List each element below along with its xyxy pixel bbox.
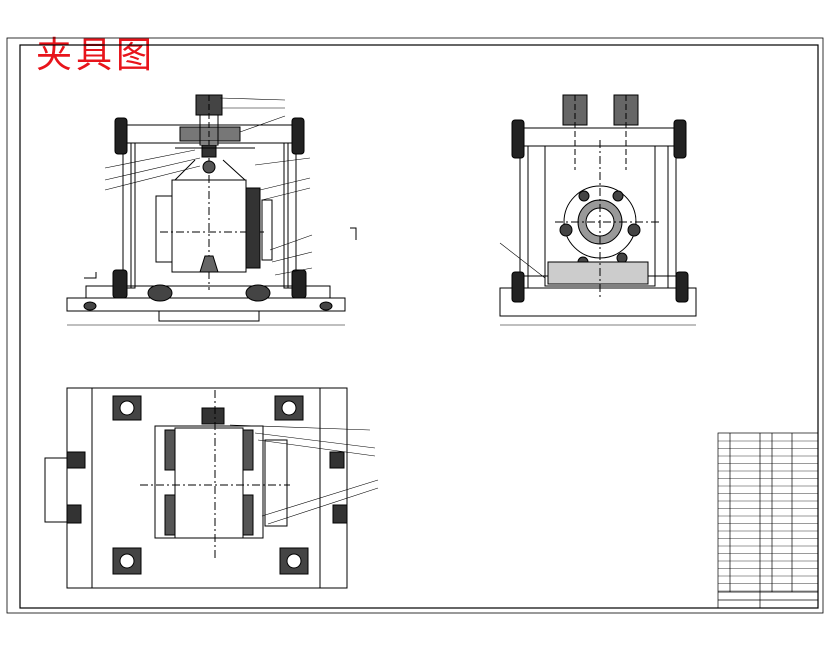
top-view	[44, 387, 379, 589]
front-view	[66, 94, 357, 326]
drawing-title: 夹具图	[36, 35, 157, 76]
side-view	[499, 94, 697, 326]
sheet-border	[6, 37, 824, 614]
parts-list-table	[717, 432, 819, 609]
parts-list-rows	[718, 440, 818, 592]
